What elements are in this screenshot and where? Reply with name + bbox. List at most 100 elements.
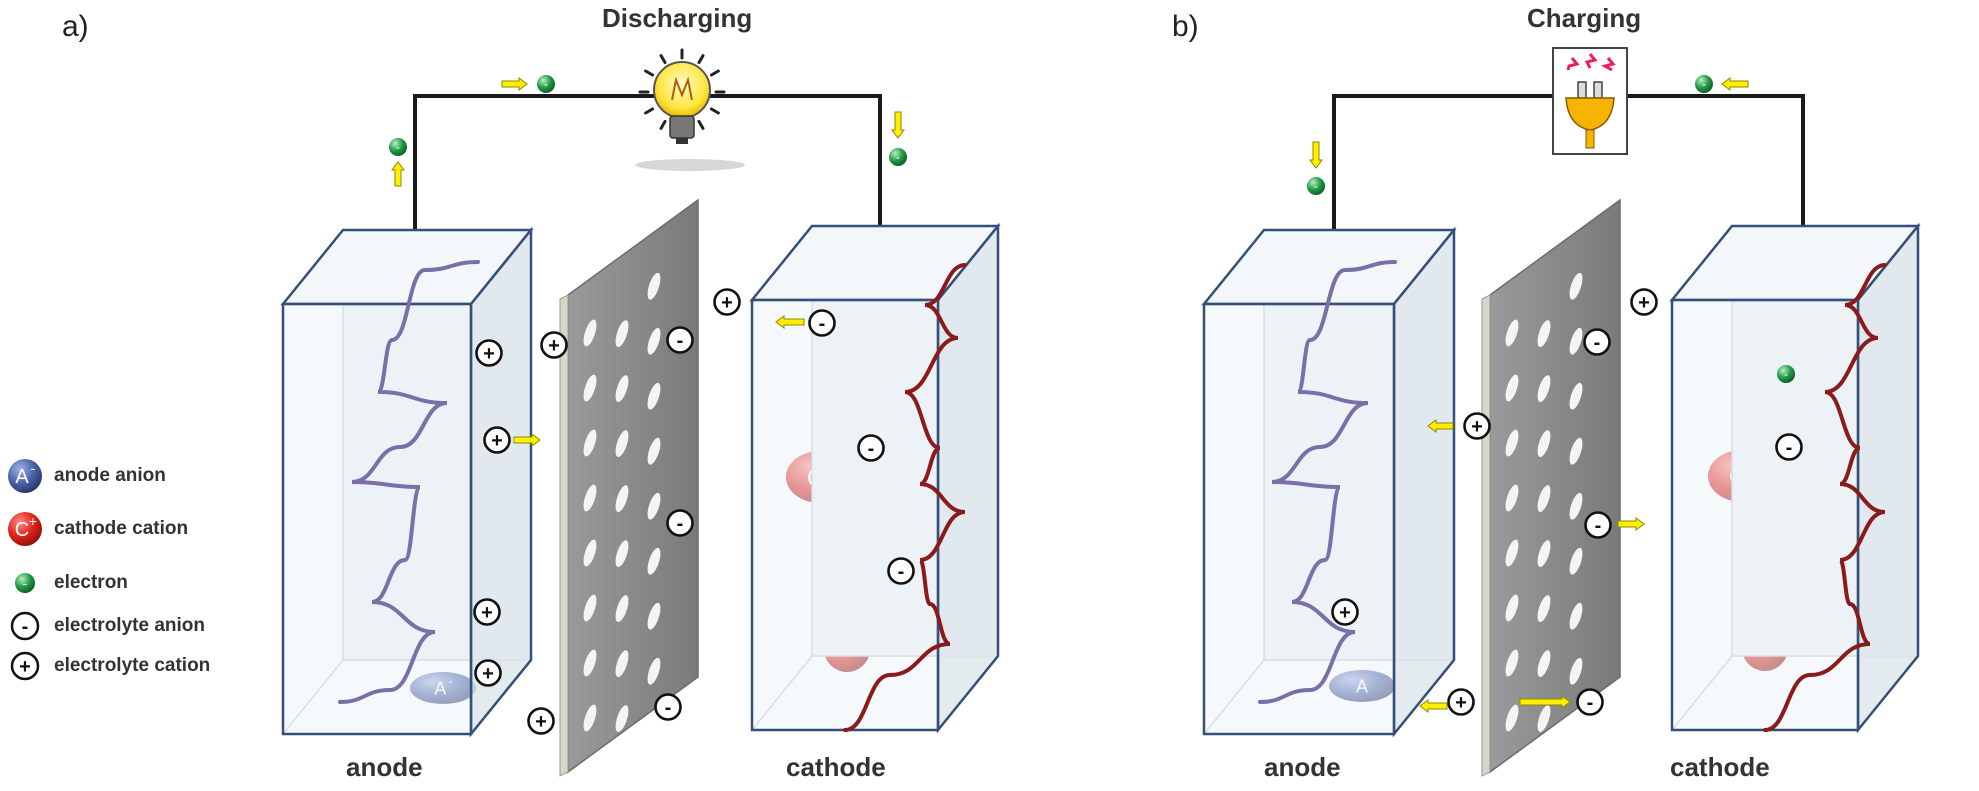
arrow-shape xyxy=(1721,77,1749,91)
cathode-cation-icon: C + xyxy=(8,512,42,546)
electron-body xyxy=(889,148,907,166)
flow-arrow xyxy=(1419,699,1448,713)
panel-b-title: Charging xyxy=(1527,3,1642,33)
arrow-shape xyxy=(1309,141,1323,169)
flow-arrow xyxy=(891,111,905,139)
electron-charge: - xyxy=(1784,367,1788,381)
electrolyte-cation: + xyxy=(483,426,511,454)
anode-anion-icon: A - xyxy=(8,459,42,493)
electrolyte-ion-ring xyxy=(483,426,511,454)
separator-pore xyxy=(1505,484,1519,512)
legend-label: cathode cation xyxy=(54,518,189,539)
separator-pore xyxy=(1569,657,1583,685)
legend-item-cathode-cation: C + cathode cation xyxy=(6,511,188,547)
box-side-face xyxy=(469,226,533,738)
anode-polymer-chain xyxy=(1258,260,1397,704)
electron-charge: - xyxy=(1702,77,1706,91)
cathode-polymer-chain xyxy=(1763,263,1887,732)
separator-pore xyxy=(615,375,629,403)
electrolyte-ion-ring xyxy=(527,707,555,735)
separator-pore xyxy=(583,539,597,567)
separator-pore xyxy=(583,704,597,732)
electrolyte-anion: - xyxy=(808,309,836,337)
separator-pore xyxy=(1537,485,1551,513)
bulb-shadow xyxy=(635,159,745,171)
external-wire xyxy=(413,94,882,237)
separator-pore xyxy=(647,547,661,575)
panel-a-title: Discharging xyxy=(602,3,753,33)
legend-anion-sup: - xyxy=(31,460,36,476)
box-side-face xyxy=(1856,222,1920,734)
arrow-shape xyxy=(391,161,405,187)
flow-arrow xyxy=(1519,695,1571,709)
electron-charge: - xyxy=(396,140,400,154)
separator-pore xyxy=(1569,547,1583,575)
box-front-face xyxy=(750,298,940,732)
electrolyte-ion-ring xyxy=(475,339,503,367)
separator-edge xyxy=(559,294,569,777)
electron: - xyxy=(889,148,907,166)
legend-anion-letter: A xyxy=(15,466,29,488)
separator-pore xyxy=(1505,374,1519,402)
bulb-glass xyxy=(653,61,711,119)
bulb-ray xyxy=(659,119,667,130)
electrolyte-ion-ring xyxy=(713,288,741,316)
panel-a-letter: a) xyxy=(62,10,89,43)
bulb-ray xyxy=(644,107,655,115)
electrolyte-ion-symbol: - xyxy=(1594,332,1601,354)
electrolyte-ion-symbol: - xyxy=(1595,515,1602,537)
electron: - xyxy=(1777,365,1795,383)
arrow-shape xyxy=(1519,695,1571,709)
electrolyte-anion: - xyxy=(1576,688,1604,716)
flow-arrow xyxy=(513,433,541,447)
flow-arrow xyxy=(775,315,805,329)
electron-body xyxy=(1777,365,1795,383)
electrolyte-ion-symbol: - xyxy=(1587,692,1594,714)
electrolyte-ion-symbol: - xyxy=(677,513,684,535)
electrolyte-ion-ring xyxy=(474,659,502,687)
separator-pore xyxy=(1537,375,1551,403)
electrolyte-ion-ring xyxy=(540,331,568,359)
bulb-base xyxy=(669,115,695,139)
separator-pore xyxy=(647,327,661,355)
arrow-shape xyxy=(1427,419,1454,433)
electrolyte-ion-symbol: + xyxy=(483,343,495,365)
electrolyte-ion-ring xyxy=(887,557,915,585)
electron-icon: - xyxy=(15,573,35,593)
separator-pore xyxy=(1537,650,1551,678)
electron-body xyxy=(389,138,407,156)
separator-face xyxy=(567,198,699,774)
electrolyte-cation: + xyxy=(475,339,503,367)
bulb-ray xyxy=(709,107,720,115)
separator-pore xyxy=(647,382,661,410)
electrolyte-anion: - xyxy=(1775,433,1803,461)
panel-b-cathode-label: cathode xyxy=(1670,752,1770,782)
electron-charge: - xyxy=(896,150,900,164)
separator-membrane xyxy=(559,198,699,777)
electron-charge: - xyxy=(544,77,548,91)
separator-pore xyxy=(647,437,661,465)
box-front-face xyxy=(1202,302,1396,736)
separator-pore xyxy=(1505,649,1519,677)
separator-pore xyxy=(615,705,629,733)
anode-polymer-chain xyxy=(338,260,480,704)
plug-prong xyxy=(1577,81,1587,99)
separator-edge xyxy=(1481,294,1491,777)
separator-pore xyxy=(1505,319,1519,347)
separator-pore xyxy=(1537,430,1551,458)
arrow-shape xyxy=(775,315,805,329)
arrow-shape xyxy=(1617,517,1645,531)
separator-pore xyxy=(1569,272,1583,300)
electrolyte-ion-symbol: + xyxy=(548,335,560,357)
separator-pore xyxy=(1569,602,1583,630)
box-side-face xyxy=(1392,226,1456,738)
separator-pore xyxy=(615,650,629,678)
separator-pore xyxy=(615,430,629,458)
plug-cord xyxy=(1585,129,1595,149)
cathode-polymer-chain xyxy=(843,263,967,732)
electrolyte-ion-symbol: + xyxy=(1638,292,1650,314)
legend-item-electrolyte-cation: + electrolyte cation xyxy=(6,648,210,684)
electrolyte-ion-symbol: + xyxy=(535,711,547,733)
electrolyte-cation: + xyxy=(473,598,501,626)
separator-pore xyxy=(583,649,597,677)
